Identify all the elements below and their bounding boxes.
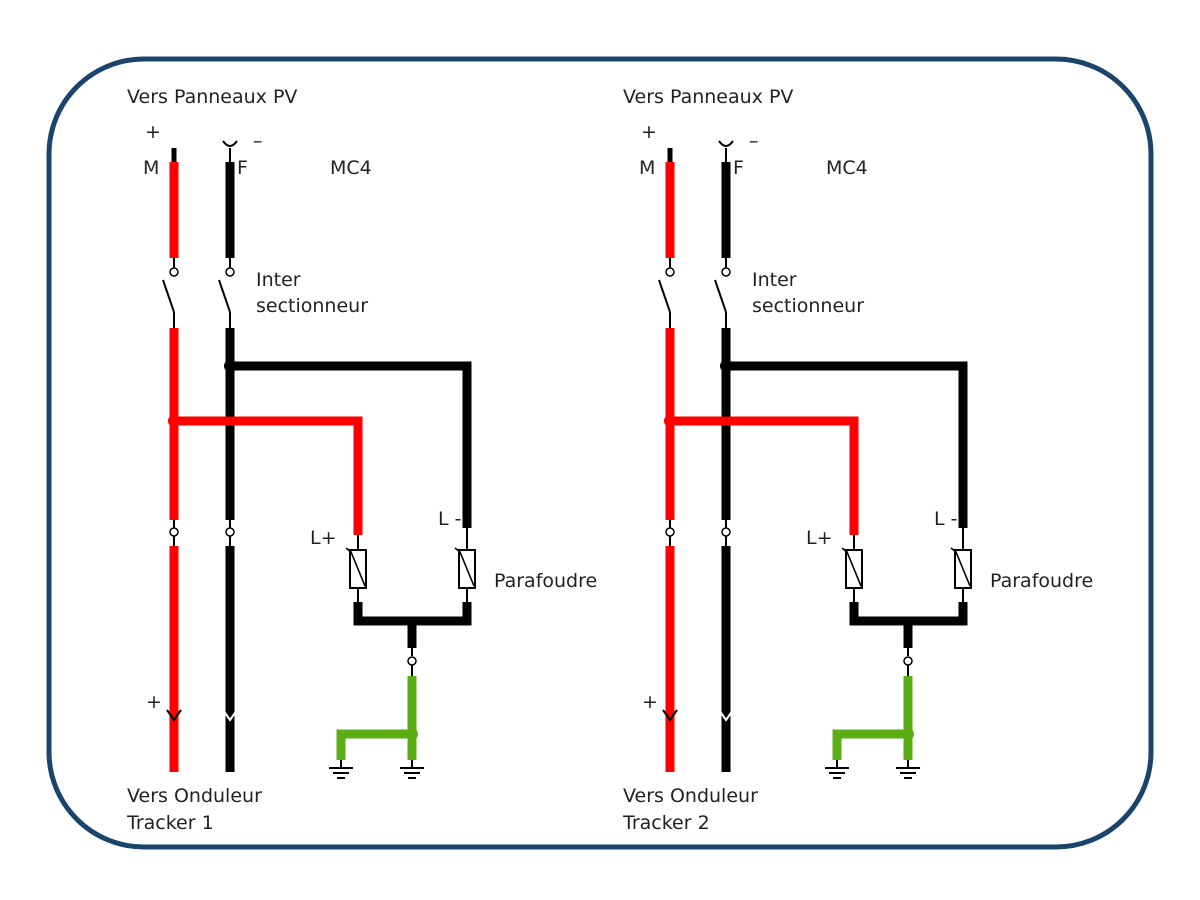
spd-label: Parafoudre: [990, 570, 1093, 592]
connector-label: MC4: [330, 157, 372, 179]
plus-sign: +: [145, 121, 161, 143]
bottom-plus-sign: +: [146, 691, 162, 713]
spd-minus-label: L -: [438, 508, 461, 530]
switch-label-line2: sectionneur: [256, 295, 368, 317]
spd-plus-label: L+: [806, 527, 833, 549]
top-label: Vers Panneaux PV: [623, 86, 793, 108]
circuit-tracker-2: Vers Panneaux PV + – M F MC4 Inter secti…: [622, 86, 1093, 834]
male-label: M: [143, 157, 159, 179]
spd-plus-label: L+: [310, 527, 337, 549]
male-label: M: [639, 157, 655, 179]
circuit-tracker-1: Vers Panneaux PV + – M F MC4 Inter secti…: [126, 86, 597, 834]
top-label: Vers Panneaux PV: [127, 86, 297, 108]
switch-label-line2: sectionneur: [752, 295, 864, 317]
bottom-label-line2: Tracker 2: [622, 812, 710, 834]
connector-label: MC4: [826, 157, 868, 179]
switch-label-line1: Inter: [256, 269, 301, 291]
diagram-frame: [46, 56, 1154, 850]
plus-sign: +: [641, 121, 657, 143]
bottom-label-line1: Vers Onduleur: [127, 785, 262, 807]
female-label: F: [733, 157, 744, 179]
minus-sign: –: [749, 130, 759, 152]
minus-sign: –: [253, 130, 263, 152]
bottom-label-line1: Vers Onduleur: [623, 785, 758, 807]
spd-label: Parafoudre: [494, 570, 597, 592]
female-label: F: [237, 157, 248, 179]
switch-label-line1: Inter: [752, 269, 797, 291]
bottom-plus-sign: +: [642, 691, 658, 713]
spd-minus-label: L -: [934, 508, 957, 530]
bottom-label-line2: Tracker 1: [126, 812, 214, 834]
